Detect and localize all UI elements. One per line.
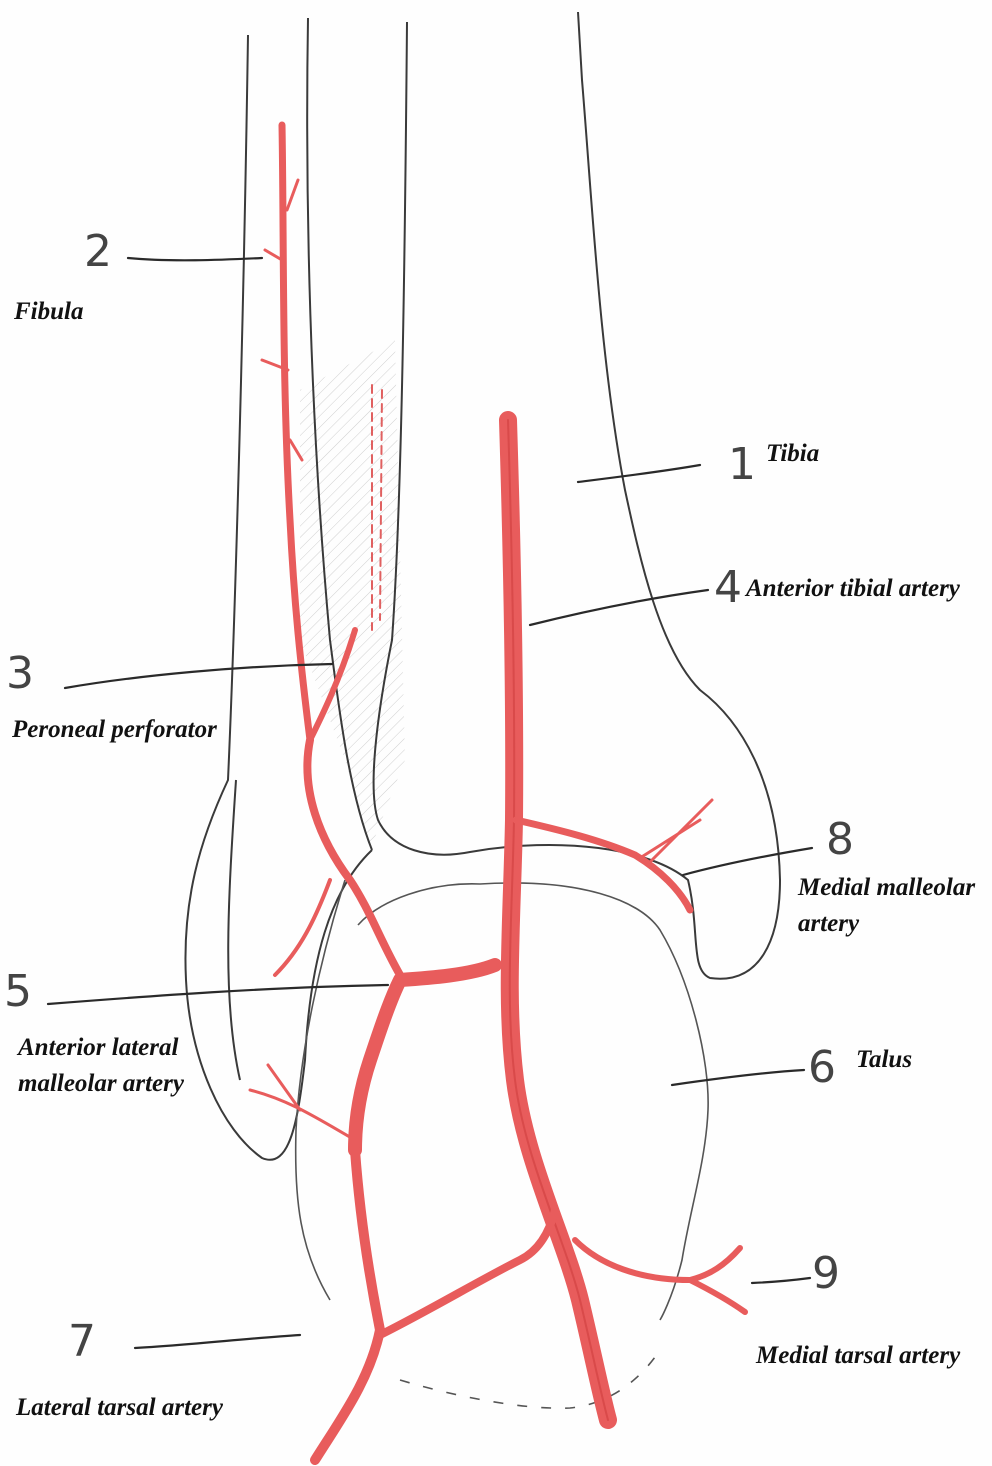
number-8: 8 [826,818,854,862]
leader-9 [752,1278,810,1283]
number-7: 7 [68,1320,96,1364]
label-anterior-tibial-artery: Anterior tibial artery [746,575,960,603]
number-2: 2 [84,230,112,274]
leader-1 [578,465,700,482]
label-lateral-tarsal-artery: Lateral tarsal artery [16,1394,223,1422]
leader-7 [135,1335,300,1348]
leader-4 [530,590,708,625]
label-tibia: Tibia [766,440,819,468]
leader-2 [128,258,262,260]
leader-6 [672,1070,804,1085]
label-anterior-lateral-malleolar-line1: Anterior lateral [18,1034,178,1062]
label-medial-tarsal-artery: Medial tarsal artery [756,1342,960,1370]
anterior-lateral-malleolar-vessel [355,965,495,1150]
peroneal-branch-upper [287,180,298,210]
number-9: 9 [812,1252,840,1296]
lateral-tarsal-vessel [315,1150,380,1460]
label-medial-malleolar-line2: artery [798,910,859,938]
interosseous-shading [300,340,405,850]
leader-8 [683,848,812,875]
label-peroneal-perforator: Peroneal perforator [12,716,217,744]
medial-tarsal-vessel [575,1240,745,1312]
label-anterior-lateral-malleolar-line2: malleolar artery [18,1070,184,1098]
arteries [250,125,745,1460]
label-medial-malleolar-line1: Medial malleolar [798,874,975,902]
leader-5 [48,985,388,1004]
label-talus: Talus [856,1046,912,1074]
number-6: 6 [808,1046,836,1090]
peroneal-branch-mid [265,250,282,260]
anterior-tibial-artery-vessel [508,420,608,1420]
number-1: 1 [728,443,756,487]
leader-3 [65,664,332,688]
number-5: 5 [4,970,32,1014]
label-fibula: Fibula [14,298,83,326]
number-4: 4 [714,566,742,610]
number-3: 3 [6,652,34,696]
